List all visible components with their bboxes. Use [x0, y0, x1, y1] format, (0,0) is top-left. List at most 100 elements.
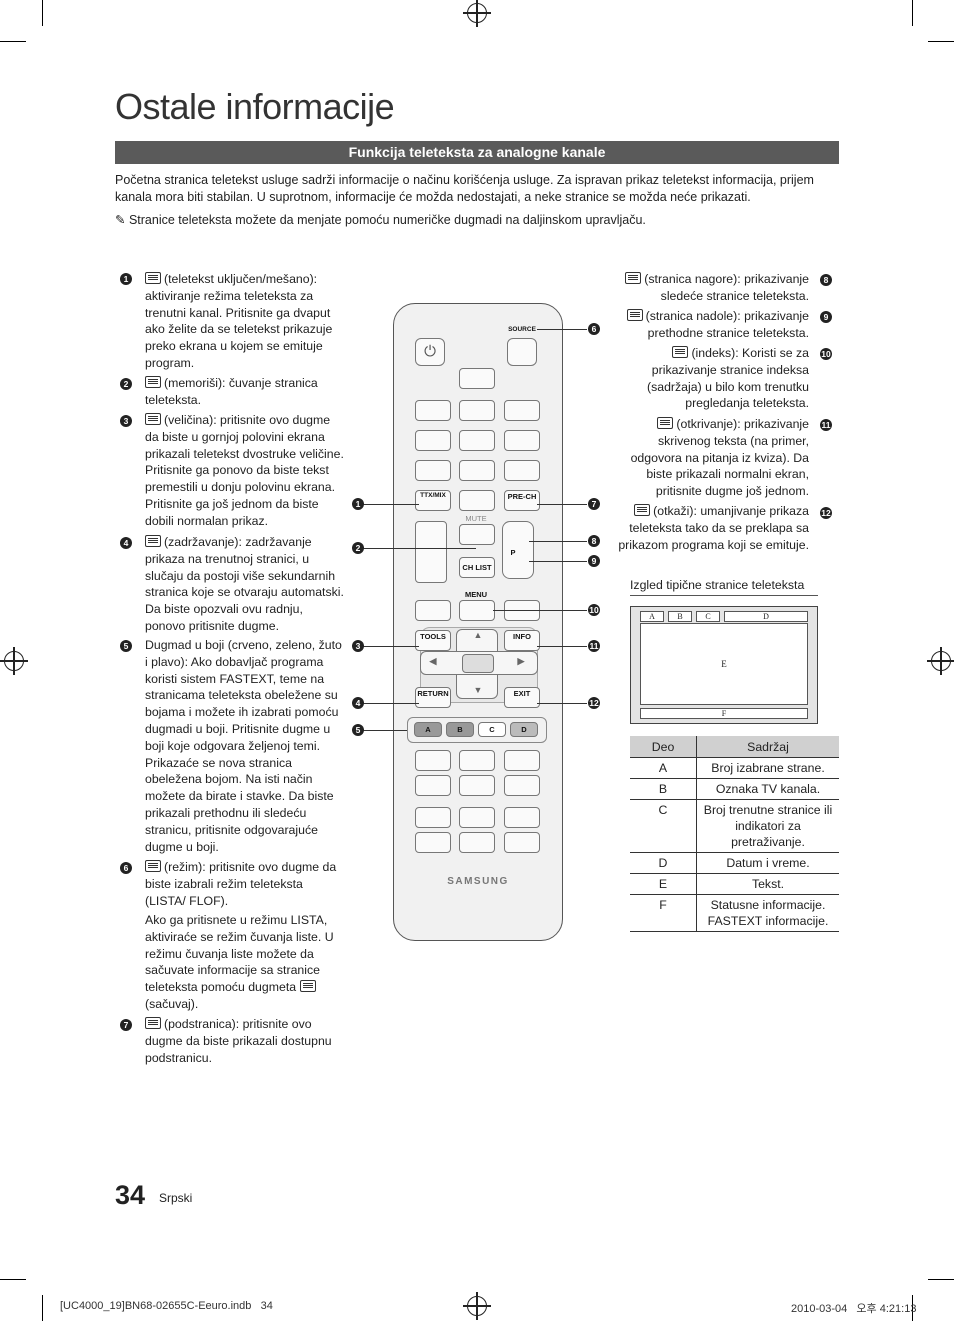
arrow-left-icon: ◀: [429, 656, 437, 666]
number-button[interactable]: [459, 460, 495, 481]
return-label: RETURN: [417, 689, 449, 698]
number-button[interactable]: [415, 460, 451, 481]
item-1: (teletekst uključen/mešano): aktiviranje…: [145, 272, 333, 370]
arrow-up-icon: ▲: [473, 630, 483, 640]
table-cell: Datum i vreme.: [696, 852, 839, 874]
registration-mark-icon: [927, 647, 954, 675]
size-icon: [145, 413, 161, 425]
item-11: (otkrivanje): prikazivanje skrivenog tek…: [630, 417, 809, 499]
hold-icon: [145, 535, 161, 547]
info-button[interactable]: INFO: [504, 630, 540, 651]
callout-2-icon: 2: [352, 542, 364, 554]
remote-button[interactable]: [459, 807, 495, 828]
number-button[interactable]: [459, 400, 495, 421]
part-c: C: [696, 611, 720, 622]
mute-button[interactable]: [459, 524, 495, 545]
remote-button[interactable]: [459, 775, 495, 796]
page-down-icon: [626, 309, 643, 321]
item-2: (memoriši): čuvanje stranica teleteksta.: [145, 376, 318, 407]
item-8: (stranica nagore): prikazivanje sledeće …: [615, 271, 809, 305]
remote-button[interactable]: [504, 807, 540, 828]
return-button[interactable]: RETURN: [415, 687, 451, 708]
callout-8-icon: 8: [588, 535, 600, 547]
channel-rocker[interactable]: P: [502, 521, 534, 579]
color-button-group: [407, 717, 547, 743]
page-up-icon: [625, 272, 642, 284]
store-icon: [145, 376, 161, 388]
menu-button[interactable]: [459, 600, 495, 621]
remote-button[interactable]: [504, 750, 540, 771]
table-cell: Tekst.: [696, 873, 839, 895]
color-button-c[interactable]: C: [478, 722, 506, 737]
remote-button[interactable]: [415, 832, 451, 853]
item-6: (režim): pritisnite ovo dugme da biste i…: [145, 860, 337, 908]
part-e: E: [640, 623, 808, 705]
callout-4-icon: 4: [352, 697, 364, 709]
number-button[interactable]: [504, 460, 540, 481]
callout-5-icon: 5: [352, 724, 364, 736]
table-cell: Broj trenutne stranice ili indikatori za…: [696, 799, 839, 853]
color-button-d[interactable]: D: [510, 722, 538, 737]
number-button[interactable]: [504, 430, 540, 451]
brand-logo: SAMSUNG: [447, 876, 509, 887]
remote-button[interactable]: [459, 832, 495, 853]
cancel-icon: [634, 504, 651, 516]
remote-button[interactable]: [504, 775, 540, 796]
remote-button[interactable]: [459, 750, 495, 771]
table-cell: Oznaka TV kanala.: [696, 778, 839, 800]
number-button[interactable]: [415, 400, 451, 421]
item-6-continued: Ako ga pritisnete u režimu LISTA, aktivi…: [145, 913, 334, 1011]
volume-rocker[interactable]: [415, 521, 447, 583]
registration-mark-icon: [463, 1292, 491, 1320]
remote-button[interactable]: [415, 807, 451, 828]
index-icon: [672, 346, 689, 358]
ch-list-button[interactable]: CH LIST: [459, 557, 495, 578]
table-cell: A: [630, 757, 697, 779]
callout-9-icon: 9: [588, 555, 600, 567]
mute-label: MUTE: [465, 514, 487, 523]
remote-button[interactable]: [415, 775, 451, 796]
remote-control: ⏻ SOURCE TTX/MIX PRE-CH MUTE CH LIST P M…: [393, 303, 563, 941]
footer-file: [UC4000_19]BN68-02655C-Eeuro.indb 34: [60, 1300, 273, 1312]
callout-6-icon: 6: [120, 862, 132, 874]
color-button-a[interactable]: A: [414, 722, 442, 737]
sub-page-icon: [145, 1017, 161, 1029]
number-button[interactable]: [504, 400, 540, 421]
power-button[interactable]: ⏻: [415, 338, 445, 366]
color-button-b[interactable]: B: [446, 722, 474, 737]
number-button[interactable]: [459, 430, 495, 451]
table-cell: Broj izabrane strane.: [696, 757, 839, 779]
remote-button[interactable]: [504, 832, 540, 853]
exit-button[interactable]: EXIT: [504, 687, 540, 708]
item-10: (indeks): Koristi se za prikazivanje str…: [647, 346, 809, 411]
callout-1-icon: 1: [352, 498, 364, 510]
enter-button[interactable]: [462, 654, 494, 673]
callout-12-icon: 12: [820, 507, 832, 519]
item-3: (veličina): pritisnite ovo dugme da bist…: [145, 413, 344, 528]
tools-button[interactable]: TOOLS: [415, 630, 451, 651]
callout-3-icon: 3: [120, 415, 132, 427]
pre-ch-button[interactable]: PRE-CH: [504, 490, 540, 511]
remote-button[interactable]: [415, 750, 451, 771]
callout-8-icon: 8: [820, 274, 832, 286]
callout-10-icon: 10: [820, 348, 832, 360]
source-button[interactable]: [507, 338, 537, 366]
callout-3-icon: 3: [352, 640, 364, 652]
number-button[interactable]: [415, 430, 451, 451]
remote-button[interactable]: [459, 368, 495, 389]
teletext-on-icon: [145, 272, 161, 284]
color-d-label: D: [521, 725, 527, 734]
callout-7-icon: 7: [588, 498, 600, 510]
ttx-mix-button[interactable]: TTX/MIX: [415, 490, 451, 511]
ttx-label: TTX/MIX: [420, 492, 446, 499]
remote-button[interactable]: [415, 600, 451, 621]
number-button[interactable]: [459, 490, 495, 511]
section-title: Funkcija teleteksta za analogne kanale: [115, 141, 839, 164]
callout-2-icon: 2: [120, 378, 132, 390]
footer-date: 2010-03-04 오후 4:21:13: [791, 1303, 917, 1315]
table-cell: F: [630, 894, 697, 932]
callout-4-icon: 4: [120, 537, 132, 549]
source-label: SOURCE: [508, 326, 536, 333]
